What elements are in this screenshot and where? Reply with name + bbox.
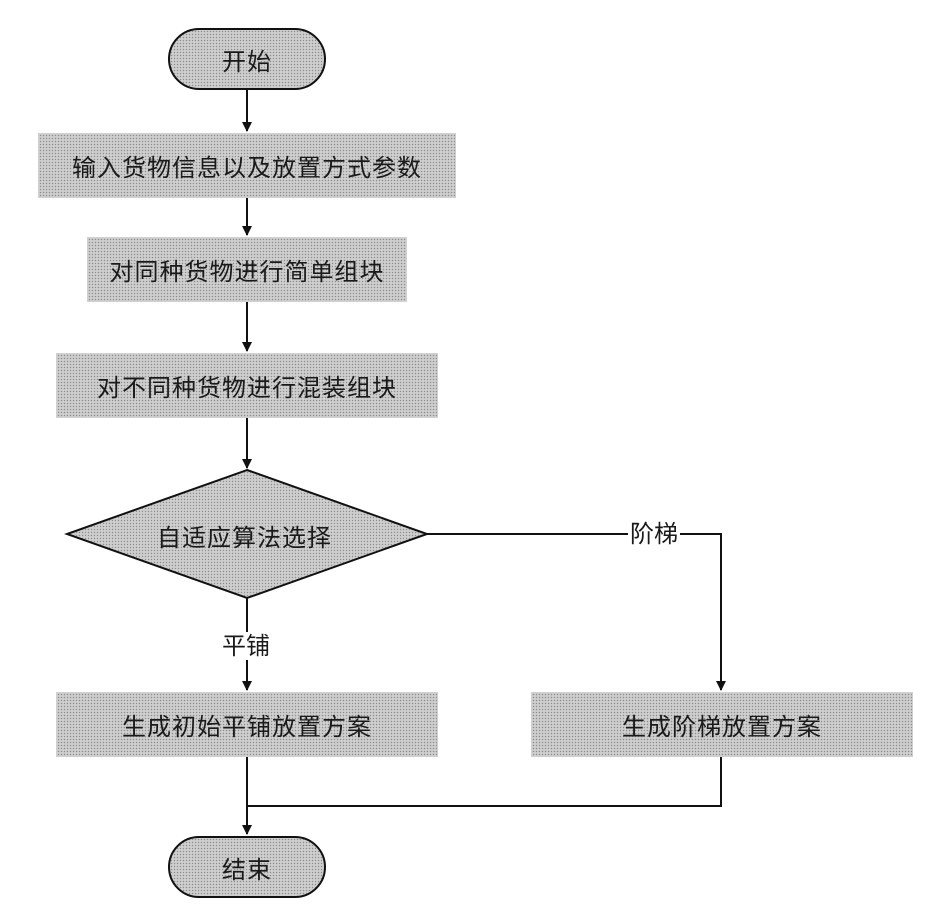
decision-label: 自适应算法选择 — [157, 518, 332, 553]
branch-label-flat: 平铺 — [220, 632, 272, 660]
end-node: 结束 — [168, 836, 326, 898]
step-step-plan: 生成阶梯放置方案 — [531, 692, 913, 757]
line-step-plan-to-end — [247, 757, 721, 806]
step-mixed-block: 对不同种货物进行混装组块 — [56, 353, 438, 418]
arrow-decision-to-step-plan — [427, 534, 721, 690]
step-input-parameters: 输入货物信息以及放置方式参数 — [38, 133, 456, 198]
step-simple-block: 对同种货物进行简单组块 — [87, 237, 407, 302]
start-node: 开始 — [168, 28, 326, 90]
step-flat-plan: 生成初始平铺放置方案 — [56, 692, 438, 757]
branch-label-step: 阶梯 — [628, 520, 680, 548]
